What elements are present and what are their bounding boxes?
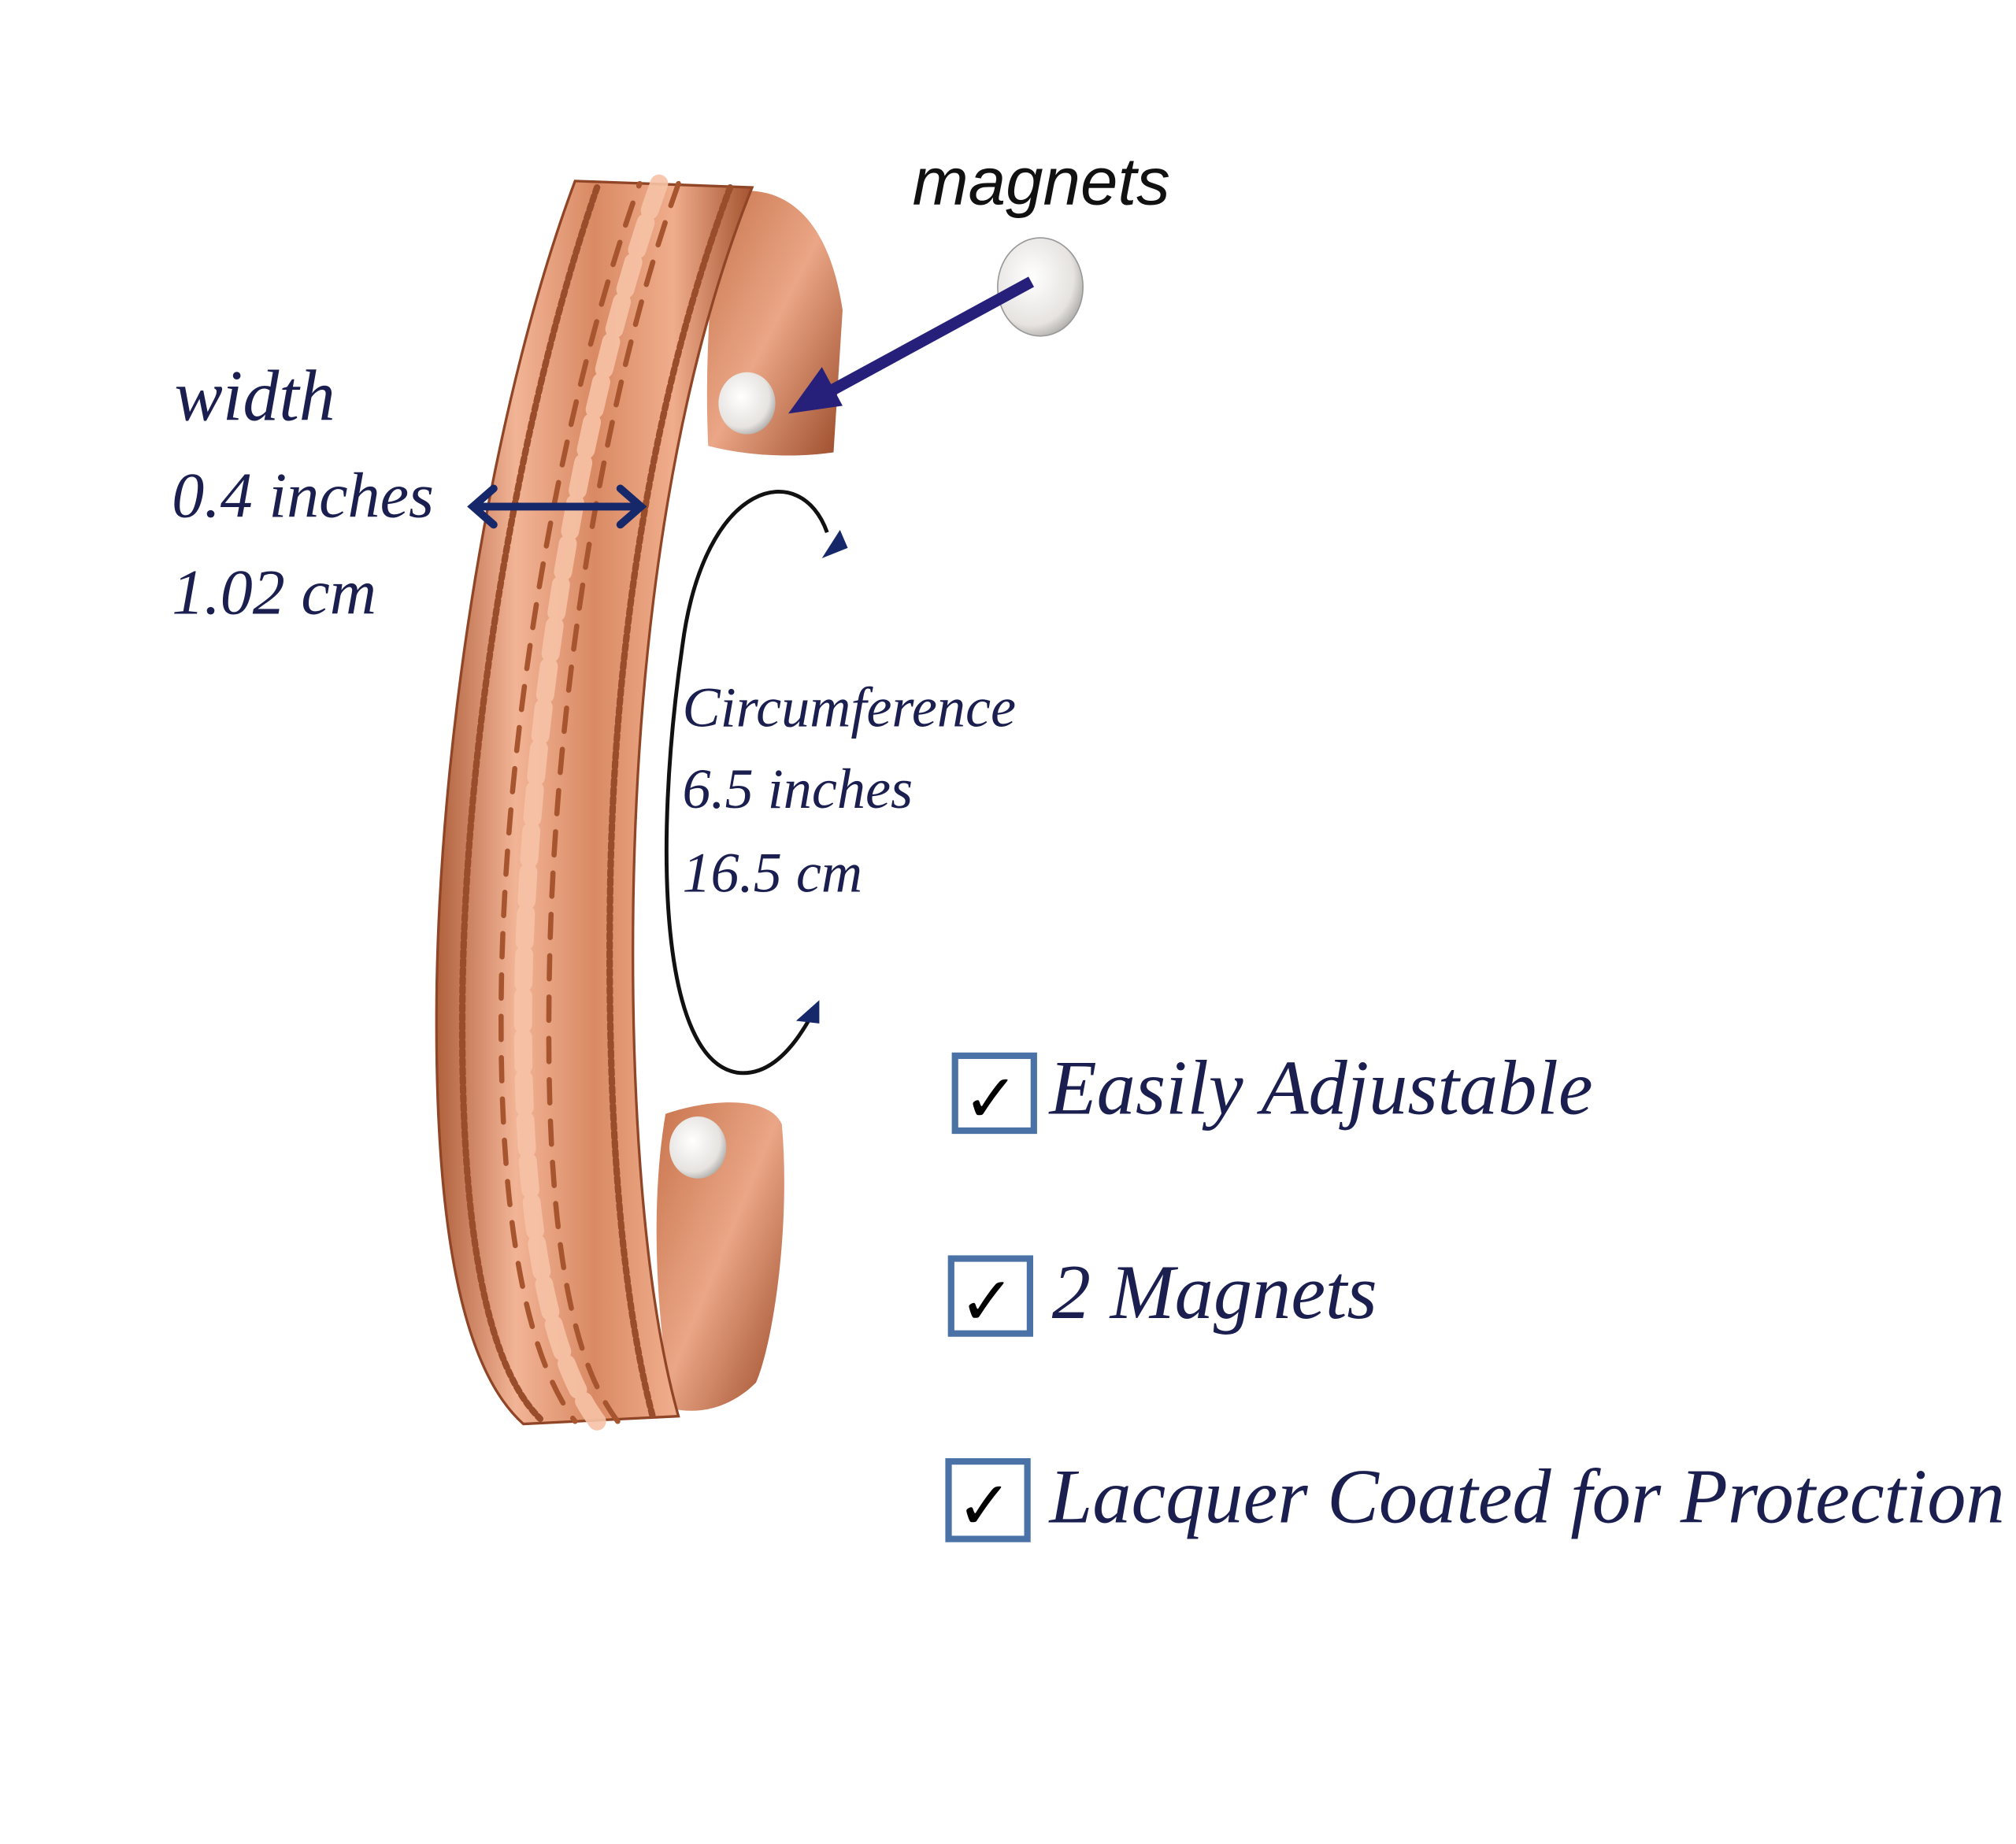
loose-magnet-icon bbox=[997, 237, 1084, 337]
feature-item: ✓ Lacquer Coated for Protection bbox=[945, 1453, 2005, 1545]
magnets-label: magnets bbox=[913, 144, 1170, 219]
feature-label: Lacquer Coated for Protection bbox=[1048, 1453, 2005, 1539]
circumference-title: Circumference bbox=[682, 676, 1016, 739]
circumference-arc-arrow-icon bbox=[664, 490, 848, 1076]
width-cm: 1.02 cm bbox=[172, 557, 376, 628]
checkbox-checked bbox=[945, 1458, 1031, 1542]
width-inches: 0.4 inches bbox=[172, 460, 434, 531]
feature-label: Easily Adjustable bbox=[1048, 1046, 1593, 1131]
copper-bracelet-image bbox=[435, 174, 843, 1431]
bracelet-bottom-end bbox=[656, 1102, 784, 1411]
feature-label: 2 Magnets bbox=[1052, 1250, 1377, 1335]
checkmark-icon: ✓ bbox=[963, 1061, 1020, 1139]
feature-item: ✓ Easily Adjustable bbox=[951, 1046, 1593, 1139]
checkbox-checked bbox=[947, 1255, 1033, 1337]
width-title: width bbox=[175, 355, 335, 435]
top-magnet bbox=[718, 372, 776, 435]
circumference-cm: 16.5 cm bbox=[682, 841, 862, 904]
width-double-arrow-icon bbox=[467, 484, 647, 529]
bottom-magnet bbox=[669, 1116, 727, 1179]
feature-item: ✓ 2 Magnets bbox=[947, 1250, 1377, 1341]
magnet-pointer-arrow bbox=[788, 276, 1035, 414]
checkbox-checked bbox=[951, 1052, 1037, 1135]
checkmark-icon: ✓ bbox=[959, 1263, 1016, 1341]
circumference-inches: 6.5 inches bbox=[682, 757, 913, 820]
checkmark-icon: ✓ bbox=[956, 1467, 1013, 1545]
